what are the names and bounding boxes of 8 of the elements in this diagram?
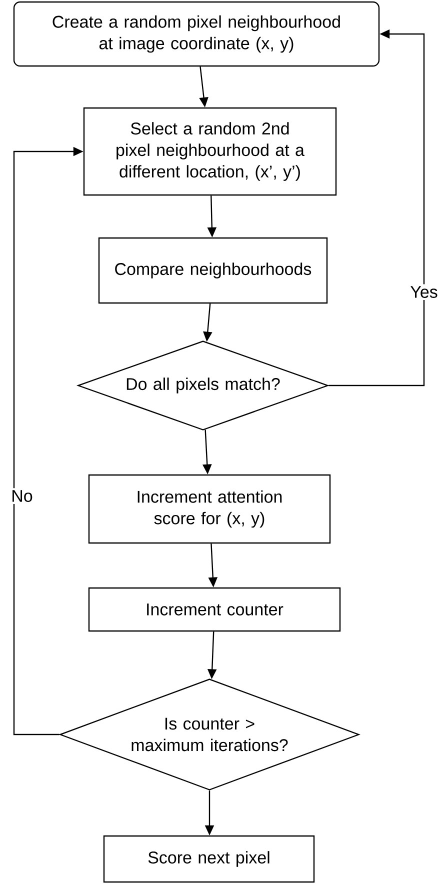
process-box: Select a random 2nd pixel neighbourhood at a different location, (x’, y’): [83, 107, 337, 196]
edge-label: No: [9, 488, 35, 504]
process-box: Increment attention score for (x, y): [88, 474, 331, 544]
process-box: Increment counter: [88, 587, 341, 632]
edge-label: Yes: [408, 284, 438, 300]
process-box: Score next pixel: [103, 835, 315, 883]
start-box: Create a random pixel neighbourhood at image coordinate (x, y): [13, 1, 380, 67]
process-box: Compare neighbourhoods: [98, 237, 328, 304]
